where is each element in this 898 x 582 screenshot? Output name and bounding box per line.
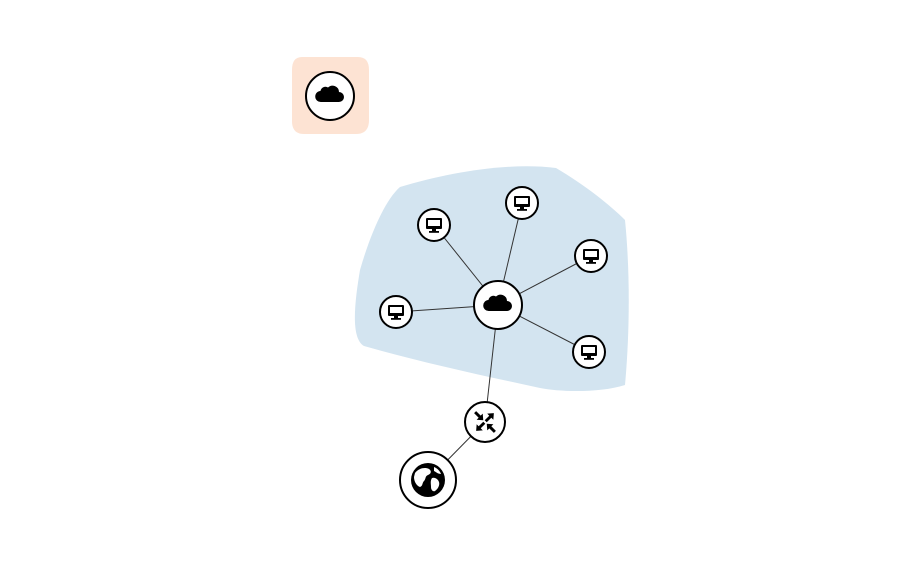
workstation-1-node[interactable]: [417, 208, 451, 242]
internet-node[interactable]: [399, 451, 457, 509]
workstation-2-node[interactable]: [505, 186, 539, 220]
globe-icon: [411, 463, 445, 497]
workstation-5-node[interactable]: [572, 335, 606, 369]
isolated-cloud-node[interactable]: [305, 71, 355, 121]
router-node[interactable]: [464, 401, 506, 443]
network-cloud-node[interactable]: [473, 280, 523, 330]
workstation-3-node[interactable]: [574, 239, 608, 273]
node-ring: [464, 401, 506, 443]
workstation-4-node[interactable]: [379, 295, 413, 329]
